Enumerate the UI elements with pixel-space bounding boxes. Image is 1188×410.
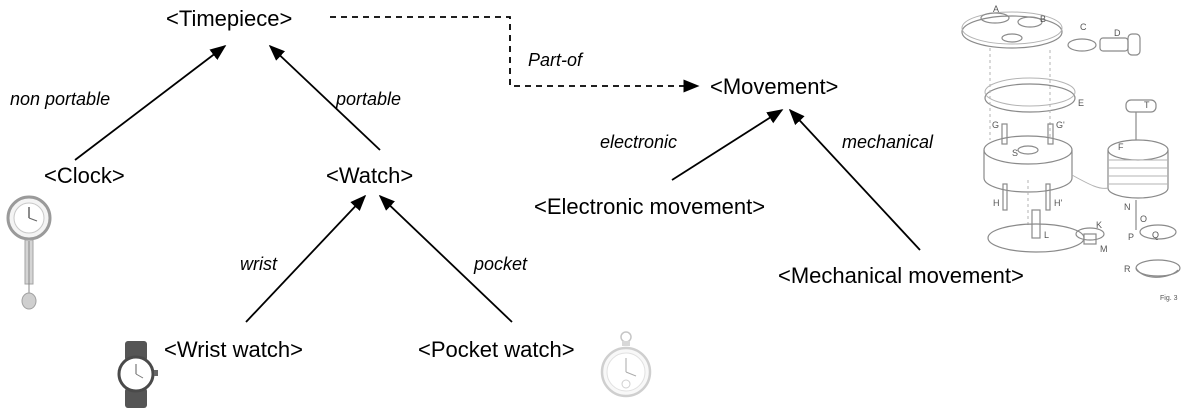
exploded-movement-illustration: A B C D E T G G' S F H H' N L K O M P Q … (961, 4, 1181, 302)
svg-text:O: O (1140, 214, 1147, 224)
svg-text:Fig. 3: Fig. 3 (1160, 295, 1178, 302)
svg-text:G: G (992, 120, 999, 130)
node-movement: <Movement> (710, 74, 838, 99)
svg-text:H': H' (1054, 198, 1062, 208)
pocket-watch-icon (600, 331, 652, 398)
node-wrist-watch: <Wrist watch> (164, 337, 303, 362)
svg-text:N: N (1124, 202, 1131, 212)
svg-text:R: R (1124, 264, 1131, 274)
node-clock: <Clock> (44, 163, 125, 188)
edge-label-pocket: pocket (473, 254, 528, 274)
edge-watch-to-timepiece (268, 44, 381, 151)
edge-electronic-to-movement (671, 109, 784, 181)
svg-text:B: B (1040, 14, 1046, 24)
svg-text:T: T (1144, 100, 1150, 110)
node-watch: <Watch> (326, 163, 413, 188)
edge-label-electronic: electronic (600, 132, 677, 152)
svg-text:F: F (1118, 142, 1124, 152)
node-pocket-watch: <Pocket watch> (418, 337, 575, 362)
svg-text:S: S (1012, 148, 1018, 158)
svg-text:E: E (1078, 98, 1084, 108)
edge-clock-to-timepiece (74, 45, 227, 161)
node-electronic-movement: <Electronic movement> (534, 194, 765, 219)
edge-timepiece-part-of-movement (330, 16, 700, 93)
edge-label-wrist: wrist (240, 254, 278, 274)
wall-clock-icon (6, 195, 52, 310)
svg-text:Q: Q (1152, 230, 1159, 240)
edge-label-non-portable: non portable (10, 89, 110, 109)
svg-text:L: L (1044, 230, 1049, 240)
node-timepiece: <Timepiece> (166, 6, 292, 31)
edge-mechanical-to-movement (788, 108, 921, 251)
edge-label-mechanical: mechanical (842, 132, 934, 152)
svg-text:A: A (993, 4, 999, 14)
svg-text:D: D (1114, 28, 1121, 38)
node-mechanical-movement: <Mechanical movement> (778, 263, 1024, 288)
svg-text:C: C (1080, 22, 1087, 32)
svg-text:M: M (1100, 244, 1108, 254)
edge-wristwatch-to-watch (245, 194, 367, 323)
svg-text:K: K (1096, 220, 1102, 230)
svg-text:P: P (1128, 232, 1134, 242)
edge-pocketwatch-to-watch (378, 194, 513, 323)
wrist-watch-icon (117, 341, 158, 408)
edge-label-part-of: Part-of (528, 50, 584, 70)
svg-text:H: H (993, 198, 1000, 208)
edge-label-portable: portable (335, 89, 401, 109)
svg-text:G': G' (1056, 120, 1065, 130)
